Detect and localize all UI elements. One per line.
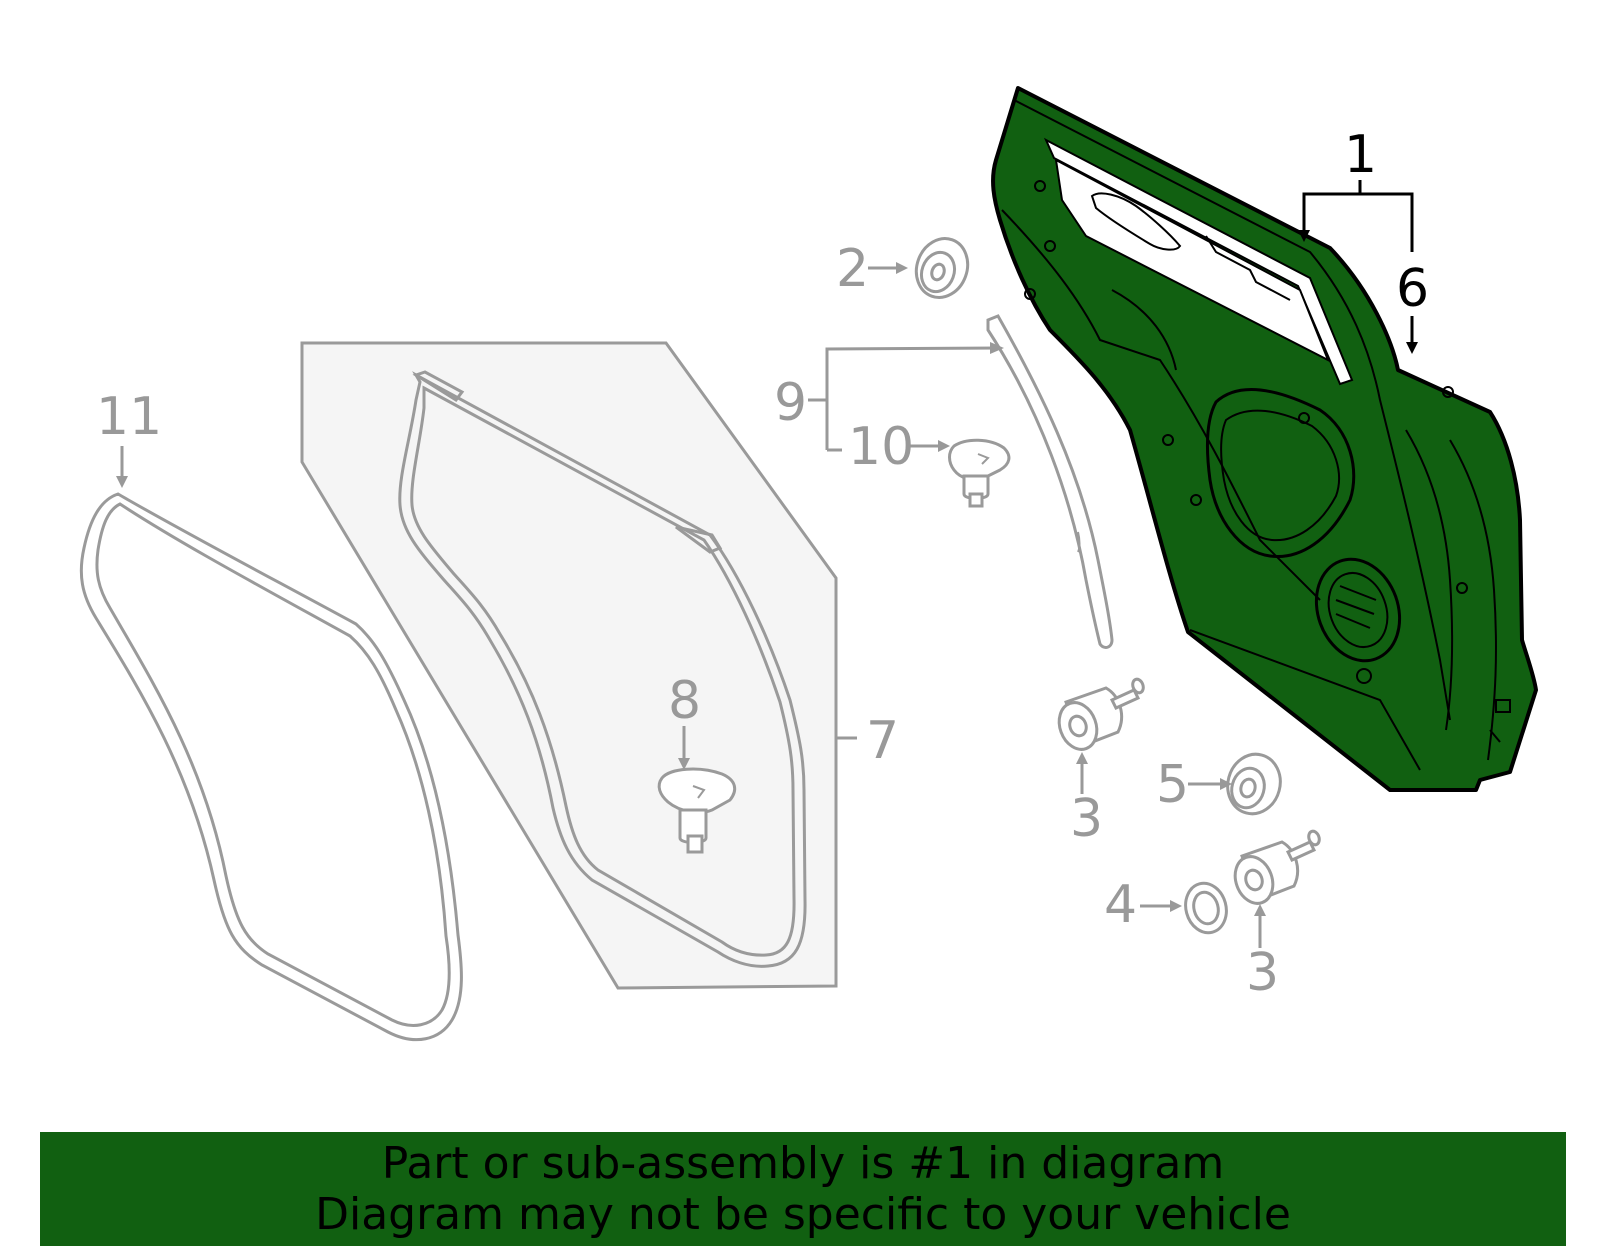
callout-4: 4 bbox=[1104, 875, 1137, 935]
clip-part-10[interactable] bbox=[827, 438, 1011, 508]
door-shell-part-1[interactable] bbox=[991, 86, 1538, 792]
leader-bracket-9 bbox=[825, 346, 1001, 450]
callout-5: 5 bbox=[1156, 755, 1189, 815]
leader-bracket-1-6 bbox=[1298, 180, 1418, 354]
plug-part-2[interactable] bbox=[868, 231, 976, 304]
glass-run-channel-part-9[interactable] bbox=[808, 314, 1114, 649]
callout-6: 6 bbox=[1396, 259, 1429, 319]
info-banner: Part or sub-assembly is #1 in diagram Di… bbox=[40, 1132, 1566, 1246]
stopper-part-3-lower[interactable] bbox=[1229, 829, 1321, 948]
door-seal-part-7[interactable] bbox=[300, 341, 857, 990]
leader-11 bbox=[116, 446, 128, 488]
banner-line-disclaimer: Diagram may not be specific to your vehi… bbox=[315, 1189, 1291, 1240]
callout-11: 11 bbox=[96, 387, 162, 447]
weatherstrip-seal-part-11[interactable] bbox=[79, 492, 463, 1042]
callout-7: 7 bbox=[866, 711, 899, 771]
callout-3-lower: 3 bbox=[1246, 943, 1279, 1003]
grommet-part-4[interactable] bbox=[1140, 879, 1232, 938]
callout-1: 1 bbox=[1344, 125, 1377, 185]
stopper-part-3-upper[interactable] bbox=[1053, 677, 1145, 794]
clip-part-8[interactable] bbox=[657, 726, 737, 854]
banner-line-part-note: Part or sub-assembly is #1 in diagram bbox=[381, 1138, 1225, 1189]
callout-10: 10 bbox=[848, 417, 914, 477]
callout-9: 9 bbox=[774, 373, 807, 433]
plug-part-5[interactable] bbox=[1188, 748, 1287, 819]
arrow-8 bbox=[678, 758, 690, 770]
callout-2: 2 bbox=[836, 239, 869, 299]
callout-8: 8 bbox=[668, 671, 701, 731]
callout-3-upper: 3 bbox=[1070, 789, 1103, 849]
